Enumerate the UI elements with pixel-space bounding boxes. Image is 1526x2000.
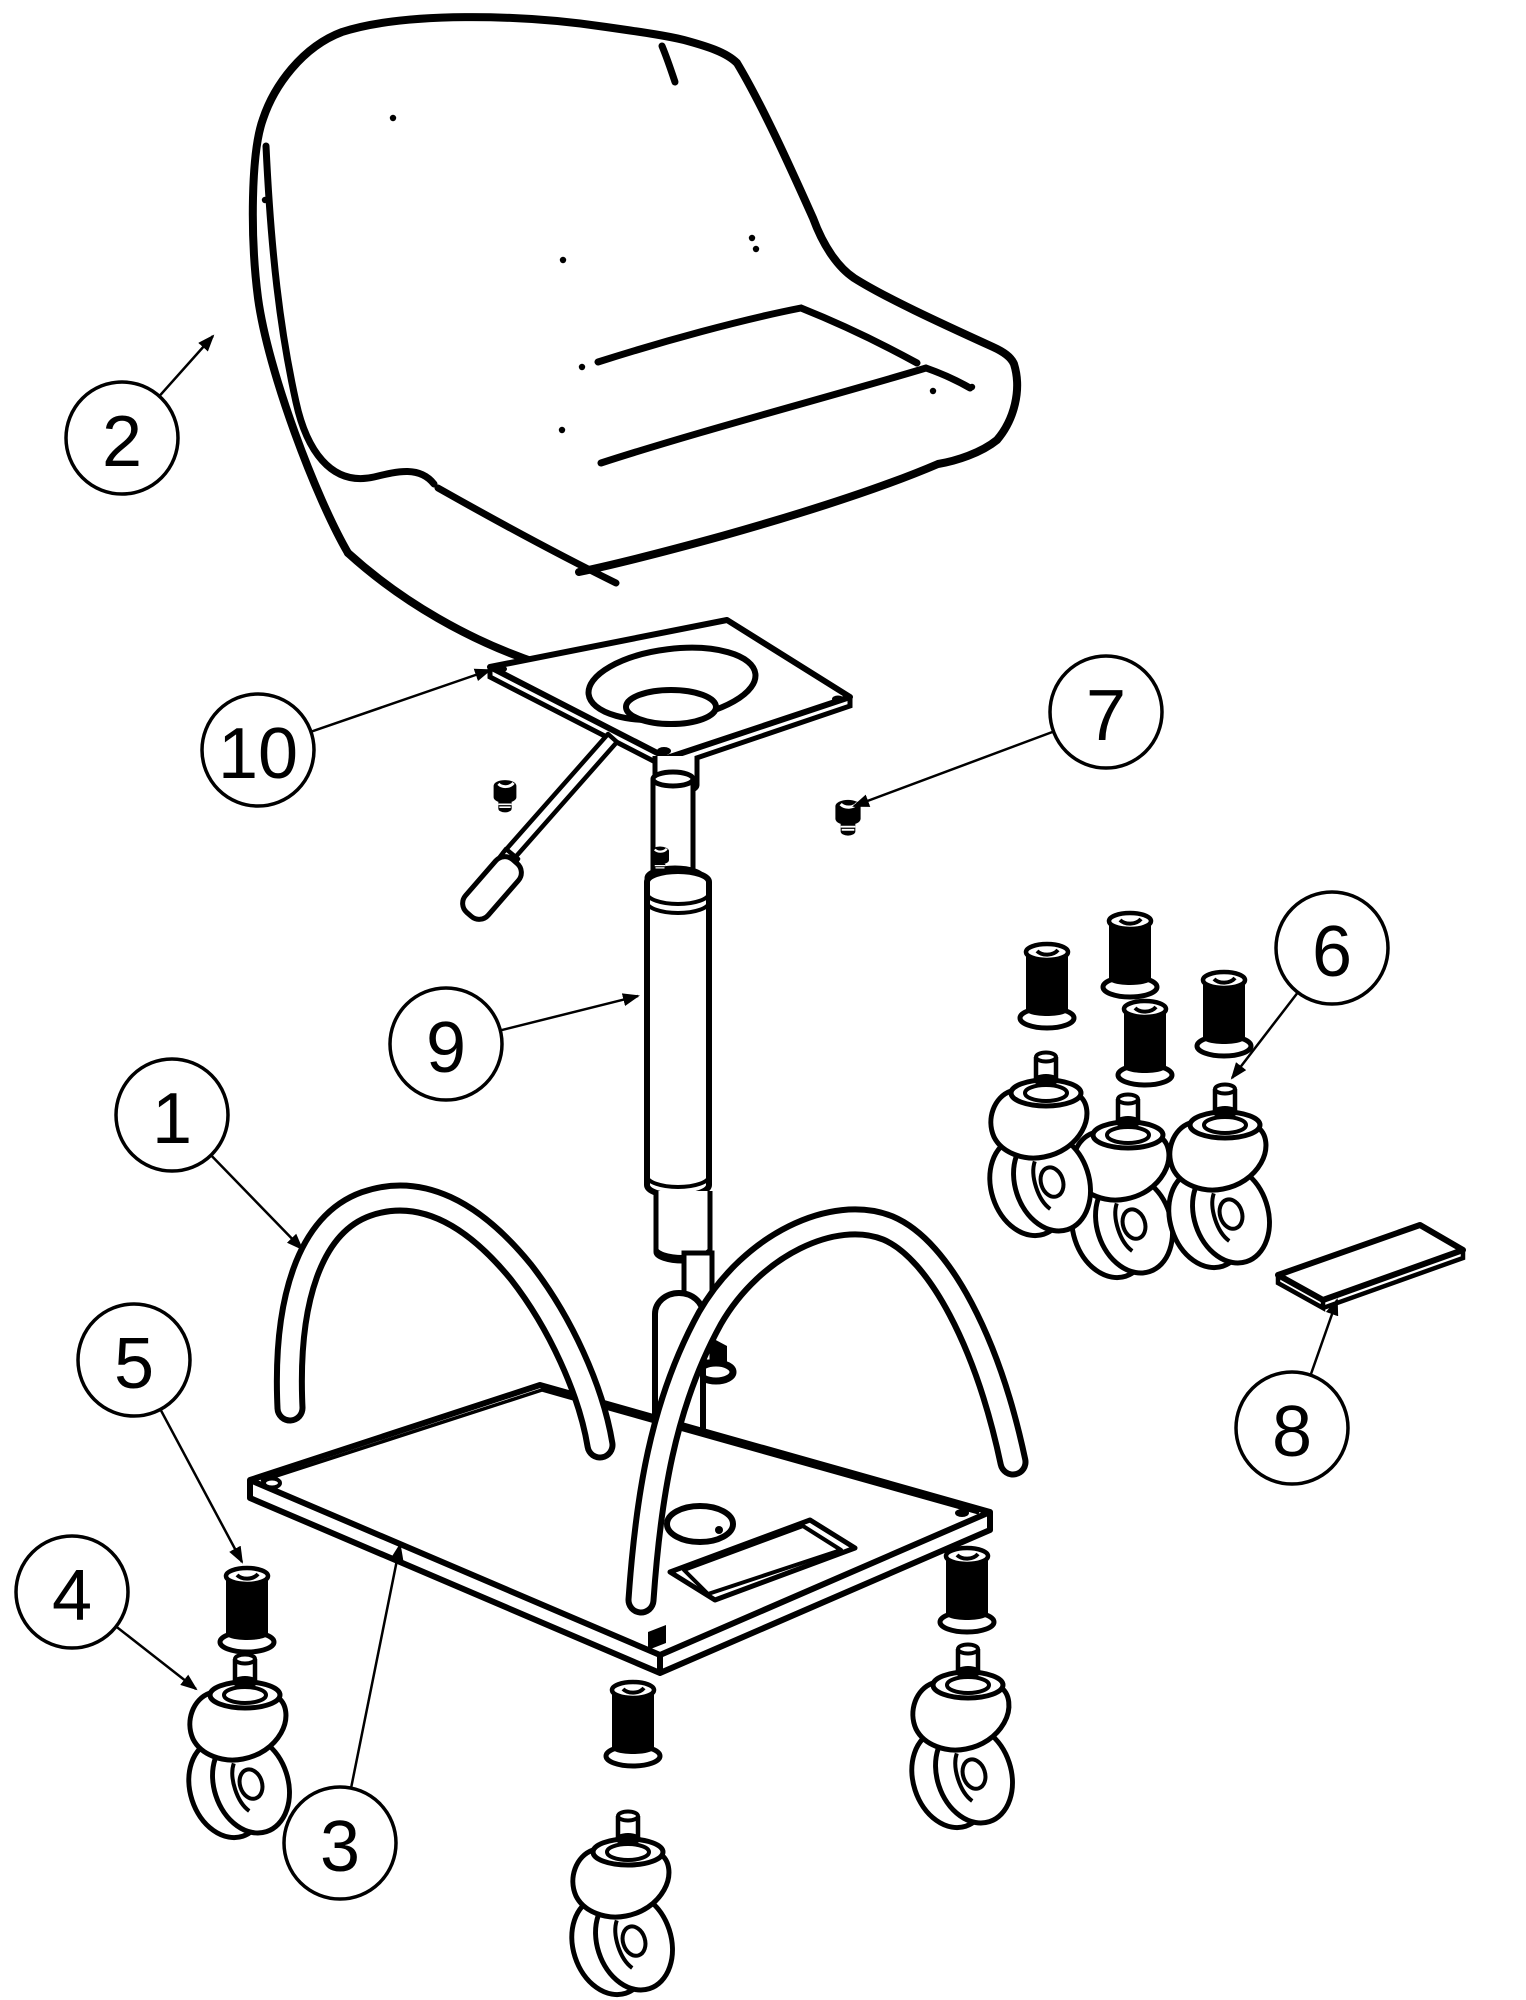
insert-socket-left <box>220 1568 274 1652</box>
callout-8-number: 8 <box>1272 1392 1312 1472</box>
callout-9: 9 <box>388 986 640 1102</box>
callout-7-balloon <box>1048 654 1164 770</box>
callout-6-balloon <box>1274 890 1390 1006</box>
seat-mount-plate <box>487 617 853 796</box>
frame-arch-left <box>273 1182 616 1461</box>
callout-4: 4 <box>14 1534 198 1691</box>
caster-kit <box>978 913 1282 1290</box>
seat-back-tick <box>658 42 679 86</box>
cylinder-body <box>644 868 712 1199</box>
kit-socket-3 <box>1197 972 1251 1056</box>
base-plate-center-hole <box>664 1503 736 1545</box>
callout-9-balloon <box>388 986 504 1102</box>
callout-7-number: 7 <box>1086 676 1126 756</box>
callout-10: 10 <box>200 668 492 808</box>
plate-corner-bolts <box>495 665 844 755</box>
caster-front <box>560 1812 685 2000</box>
kit-socket-2 <box>1103 913 1157 997</box>
callout-9-number: 9 <box>426 1008 466 1088</box>
callout-5-balloon <box>76 1302 192 1418</box>
callouts: 1 2 3 4 5 6 7 8 9 10 <box>14 334 1390 1901</box>
height-adjust-lever <box>460 731 620 922</box>
hub-through-hole <box>623 687 719 727</box>
seat-skirt-line <box>434 484 620 587</box>
callout-3-number: 3 <box>320 1807 360 1887</box>
seat-crease-upper <box>594 304 921 367</box>
insert-socket-front <box>606 1682 660 1766</box>
callout-1-balloon <box>114 1057 230 1173</box>
callout-3: 3 <box>282 1543 404 1901</box>
callout-3-balloon <box>282 1785 398 1901</box>
callout-5-number: 5 <box>114 1324 154 1404</box>
callout-10-number: 10 <box>218 714 298 794</box>
caster-left <box>177 1655 302 1851</box>
callout-8-balloon <box>1234 1370 1350 1486</box>
base-frame <box>273 1182 1029 1616</box>
callout-1-number: 1 <box>152 1079 192 1159</box>
callout-4-balloon <box>14 1534 130 1650</box>
kit-socket-4 <box>1118 1001 1172 1085</box>
callout-6-number: 6 <box>1312 912 1352 992</box>
seat-dots <box>261 114 976 434</box>
callout-5: 5 <box>76 1302 244 1564</box>
callout-10-balloon <box>200 692 316 808</box>
base-plate <box>247 1382 993 1676</box>
frame-arch-right <box>625 1206 1029 1616</box>
callout-7: 7 <box>852 654 1164 808</box>
base-plate-corner-holes <box>262 1476 969 1650</box>
kit-socket-1 <box>1020 944 1074 1028</box>
seat-inner-shell-line <box>262 142 438 488</box>
seat-outline <box>248 13 1022 576</box>
insert-socket-right <box>940 1548 994 1632</box>
callout-2: 2 <box>64 334 215 496</box>
seat-shell <box>248 13 1022 693</box>
warning-label <box>1275 1222 1466 1312</box>
base-plate-handle-slot <box>667 1517 858 1603</box>
caster-right <box>900 1645 1025 1841</box>
callout-2-balloon <box>64 380 180 496</box>
callout-4-number: 4 <box>52 1556 92 1636</box>
callout-6: 6 <box>1230 890 1390 1080</box>
kit-caster-right <box>1157 1085 1282 1281</box>
mount-screw-left <box>492 778 518 814</box>
callout-2-number: 2 <box>102 402 142 482</box>
callout-8: 8 <box>1234 1298 1350 1486</box>
callout-1: 1 <box>114 1057 304 1251</box>
seat-crease-lower <box>597 364 974 467</box>
